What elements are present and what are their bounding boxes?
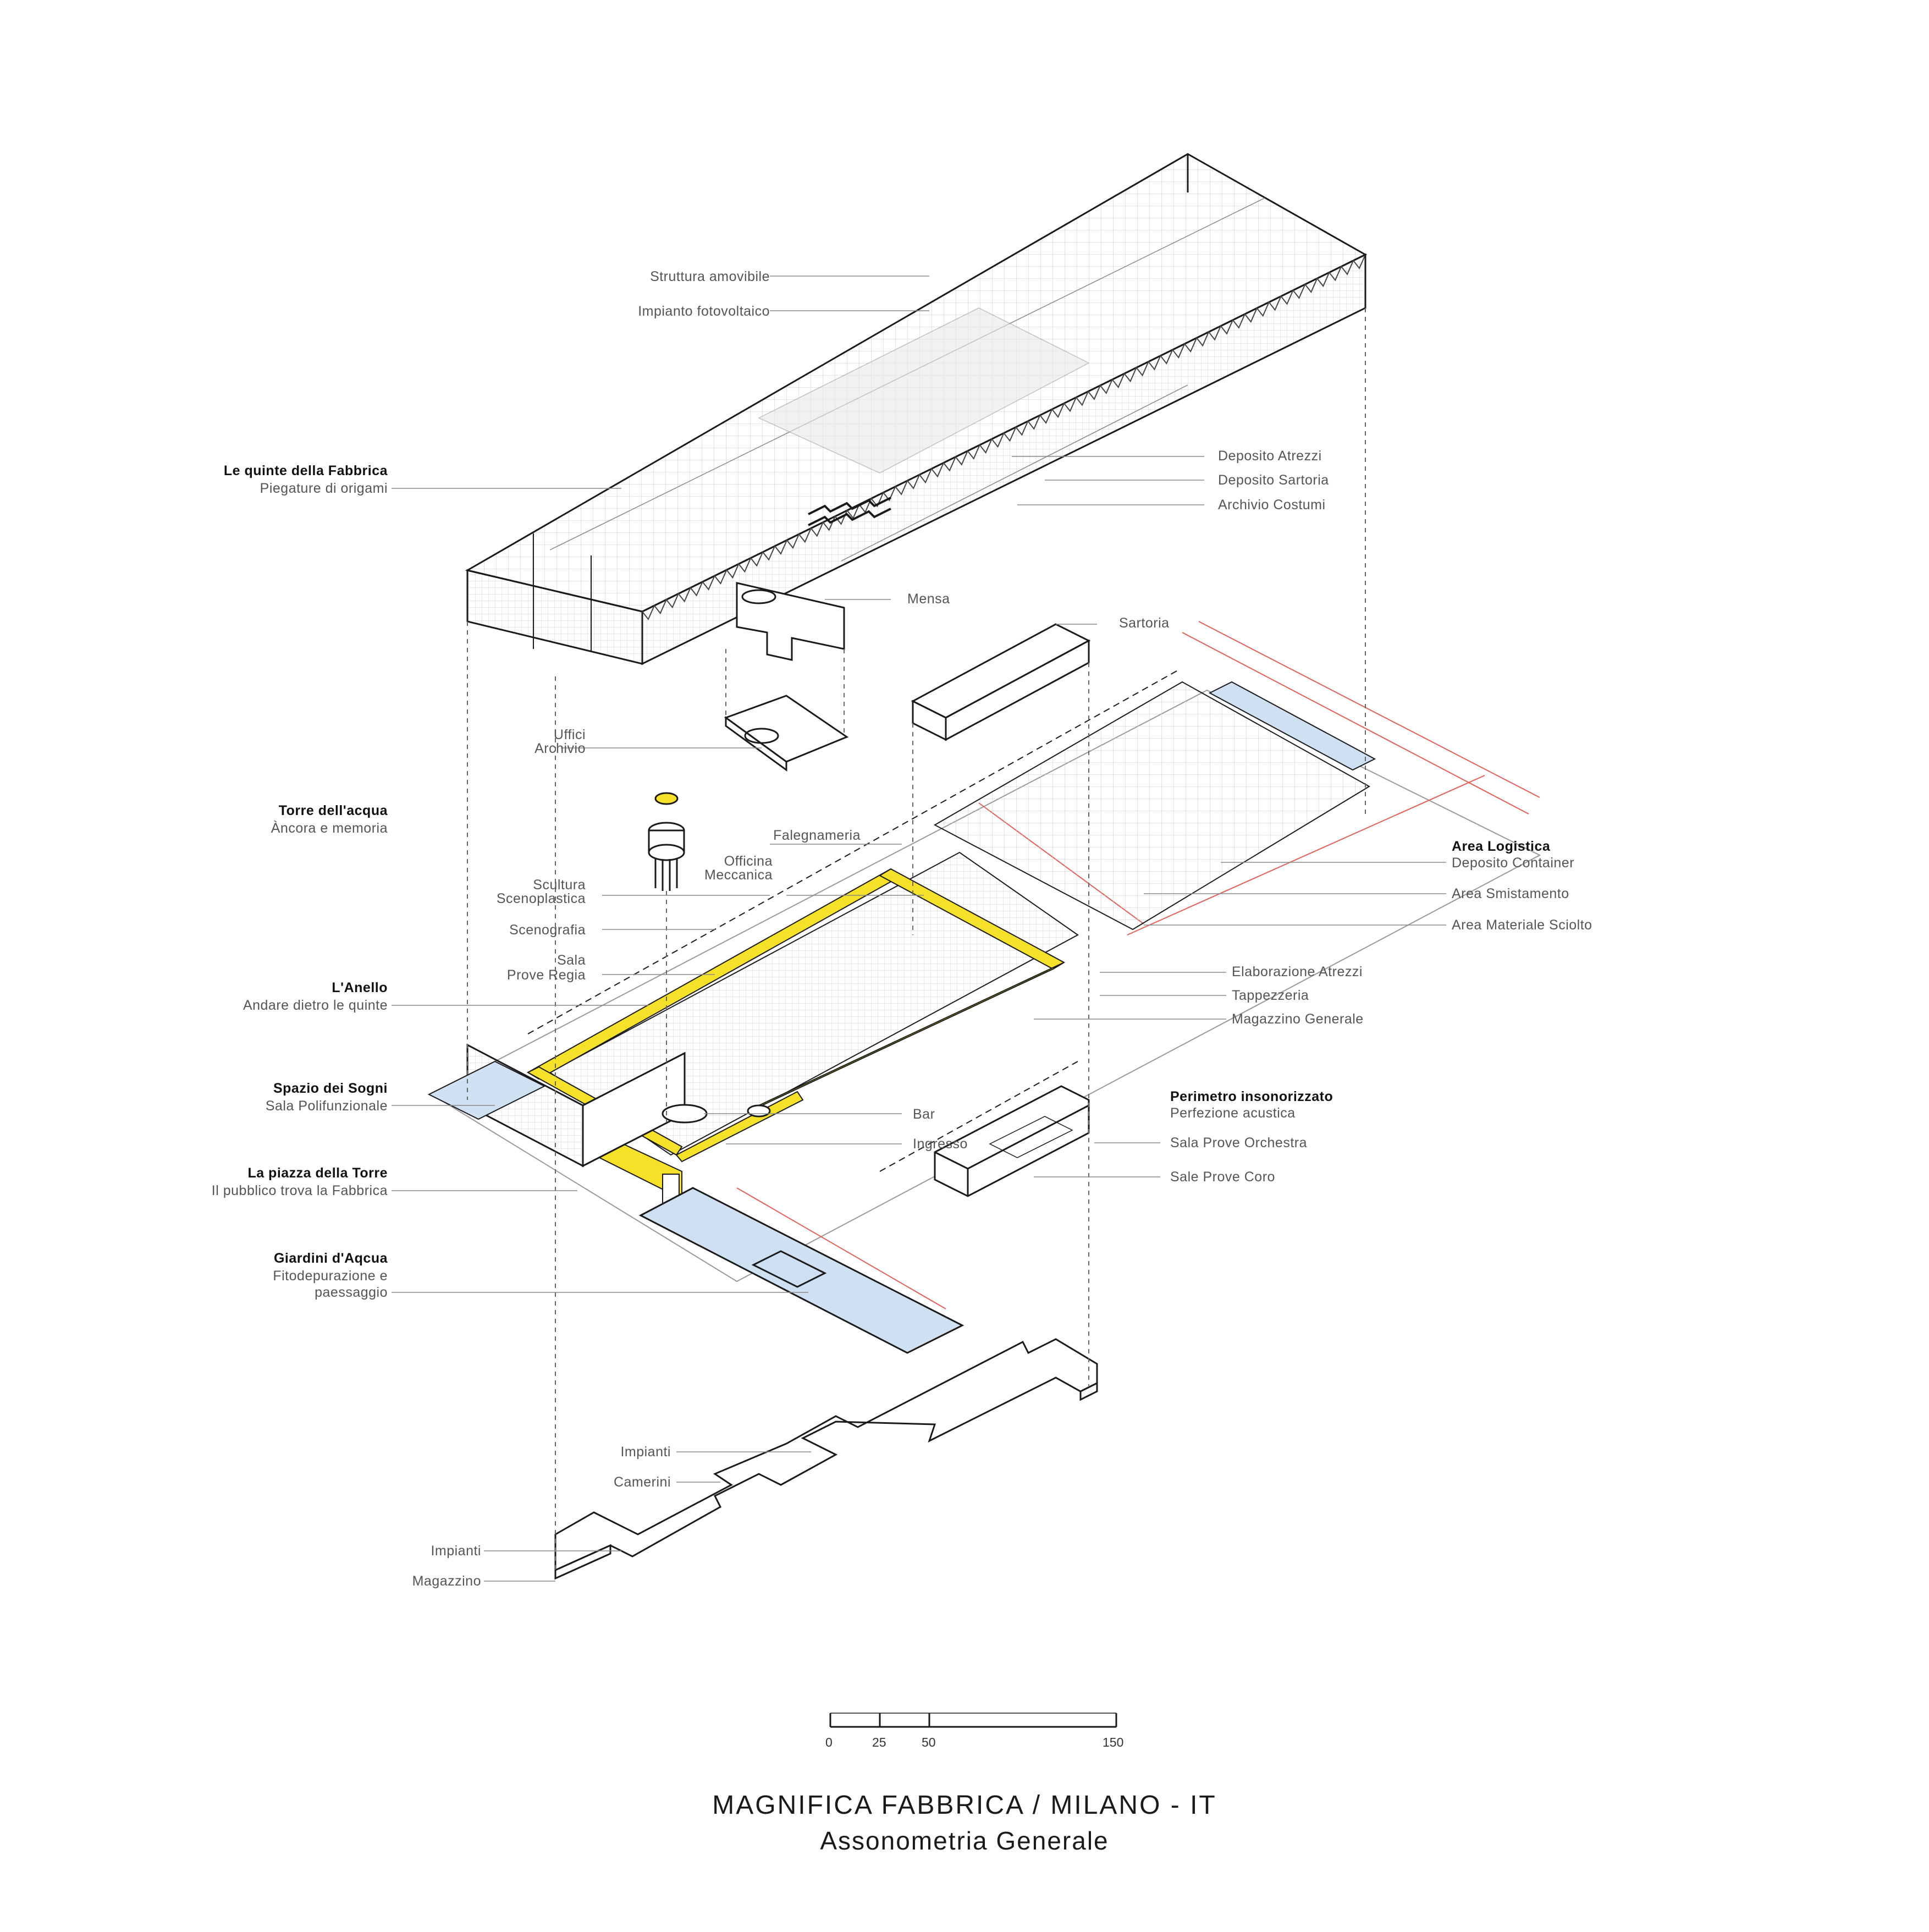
ground-floor-plan	[427, 621, 1541, 1354]
water-tower-icon	[648, 792, 685, 891]
label-quinte-sub: Piegature di origami	[260, 481, 388, 496]
label-archivio-costumi: Archivio Costumi	[1218, 497, 1326, 513]
label-prove-regia: Prove Regia	[506, 967, 586, 983]
label-anello-title: L'Anello	[332, 980, 388, 995]
label-giardini-sub1: Fitodepurazione e	[273, 1268, 388, 1284]
label-archivio: Archivio	[534, 741, 586, 756]
label-impianti-top: Impianti	[620, 1444, 671, 1460]
label-struttura: Struttura amovibile	[650, 269, 770, 284]
label-scenografia: Scenografia	[509, 922, 586, 938]
label-sogni-sub: Sala Polifunzionale	[265, 1098, 388, 1114]
label-smistamento: Area Smistamento	[1452, 886, 1569, 901]
label-magazzino: Magazzino	[412, 1573, 481, 1589]
label-materiale-sciolto: Area Materiale Sciolto	[1452, 917, 1592, 933]
label-scultura: Scultura	[533, 877, 586, 893]
leader-lines	[392, 276, 1446, 1582]
label-sala: Sala	[556, 953, 586, 968]
label-perimetro-sub: Perfezione acustica	[1170, 1105, 1296, 1121]
label-bar: Bar	[913, 1107, 935, 1122]
label-uffici: Uffici	[553, 727, 586, 742]
label-deposito-sartoria: Deposito Sartoria	[1218, 472, 1329, 488]
roof-structure	[465, 153, 1368, 665]
scale-tick-150: 150	[1103, 1735, 1124, 1749]
label-coro: Sale Prove Coro	[1170, 1169, 1275, 1185]
basement-plan	[554, 1338, 1098, 1580]
drawing-subtitle: Assonometria Generale	[820, 1826, 1109, 1855]
label-piazza-title: La piazza della Torre	[247, 1165, 388, 1181]
label-perimetro-title: Perimetro insonorizzato	[1170, 1089, 1333, 1104]
label-impianti-bottom: Impianti	[431, 1543, 481, 1559]
label-anello-sub: Andare dietro le quinte	[242, 998, 388, 1013]
label-piazza-sub: Il pubblico trova la Fabbrica	[211, 1183, 388, 1198]
label-mensa: Mensa	[907, 591, 950, 607]
label-scenoplastica: Scenoplastica	[496, 891, 586, 906]
scale-tick-50: 50	[922, 1735, 936, 1749]
scale-tick-0: 0	[825, 1735, 833, 1749]
label-logistica-title: Area Logistica	[1452, 839, 1551, 854]
label-logistica-sub: Deposito Container	[1452, 855, 1575, 871]
label-meccanica: Meccanica	[704, 867, 773, 883]
label-deposito-atrezzi: Deposito Atrezzi	[1218, 448, 1322, 464]
drawing-title: MAGNIFICA FABBRICA / MILANO - IT	[712, 1791, 1217, 1820]
label-officina: Officina	[724, 854, 773, 869]
label-giardini-title: Giardini d'Aqcua	[273, 1251, 388, 1266]
uffici-block	[724, 695, 849, 772]
label-quinte-title: Le quinte della Fabbrica	[223, 463, 388, 478]
label-sartoria: Sartoria	[1119, 615, 1170, 631]
label-magazzino-generale: Magazzino Generale	[1232, 1011, 1364, 1027]
label-falegnameria: Falegnameria	[773, 828, 861, 843]
scale-tick-25: 25	[872, 1735, 886, 1749]
label-sogni-title: Spazio dei Sogni	[273, 1081, 388, 1096]
label-camerini: Camerini	[613, 1474, 671, 1490]
label-tappezzeria: Tappezzeria	[1232, 988, 1309, 1003]
label-torre-sub: Àncora e memoria	[271, 821, 388, 836]
label-orchestra: Sala Prove Orchestra	[1170, 1135, 1307, 1151]
scale-bar	[829, 1713, 1117, 1728]
label-fotovoltaico: Impianto fotovoltaico	[638, 304, 770, 319]
label-giardini-sub2: paessaggio	[315, 1285, 388, 1300]
sartoria-block	[911, 623, 1091, 741]
label-torre-title: Torre dell'acqua	[278, 803, 388, 818]
label-ingresso: Ingresso	[913, 1136, 968, 1152]
label-elaborazione: Elaborazione Atrezzi	[1232, 964, 1363, 979]
